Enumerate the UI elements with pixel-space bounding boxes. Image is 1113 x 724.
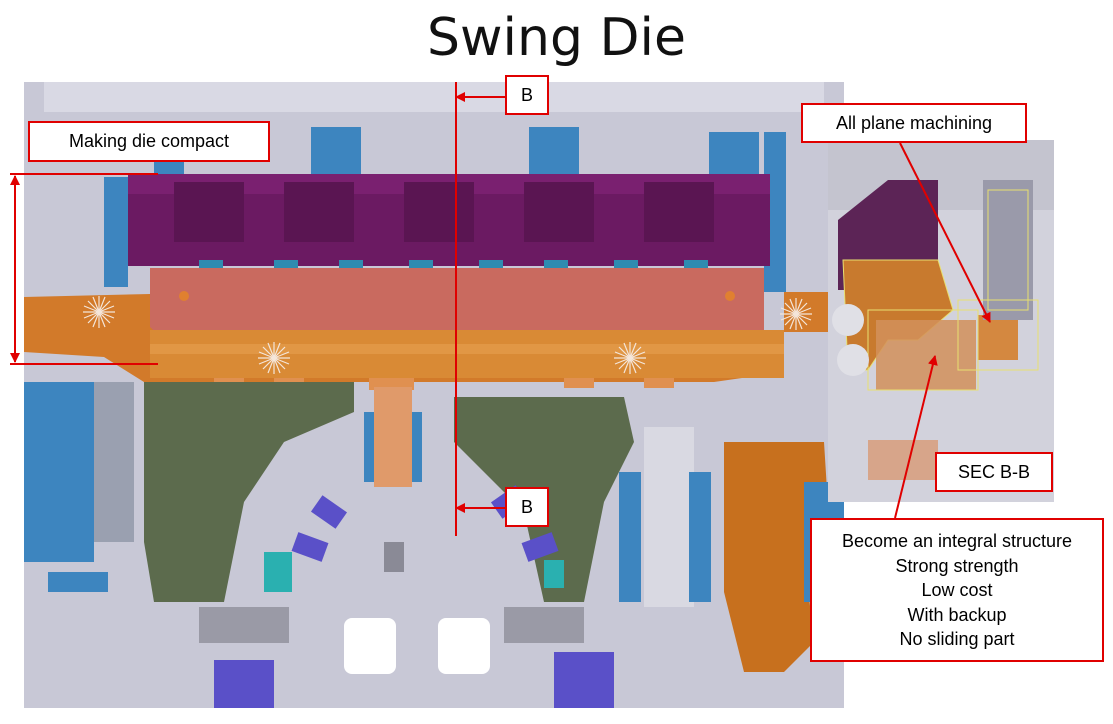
die-plan-drawing <box>24 82 844 708</box>
benefit-item: With backup <box>907 604 1007 625</box>
callout-plane-machining: All plane machining <box>801 103 1027 143</box>
section-drawing <box>828 140 1054 502</box>
benefit-item: Low cost <box>921 580 993 600</box>
callout-compact: Making die compact <box>28 121 270 162</box>
benefits-callout: Become an integral structure Strong stre… <box>810 518 1104 662</box>
die-plan-view <box>24 82 844 708</box>
section-marker-top: B <box>505 75 549 115</box>
page-title: Swing Die <box>427 8 686 68</box>
benefit-item: Strong strength <box>895 555 1019 576</box>
section-marker-bottom: B <box>505 487 549 527</box>
section-view <box>828 140 1054 502</box>
benefit-item: Become an integral structure <box>841 531 1073 551</box>
callout-section-label: SEC B-B <box>935 452 1053 492</box>
benefit-item: No sliding part <box>899 629 1015 649</box>
